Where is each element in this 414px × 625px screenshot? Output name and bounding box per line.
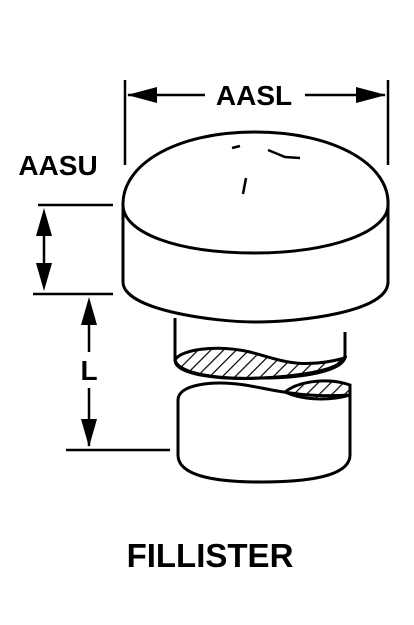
head-dome [121,130,390,255]
dimension-head-diameter [123,80,390,165]
dimension-length [66,297,170,452]
dome-highlight-3 [241,177,248,195]
dome-highlight-1 [231,144,241,150]
dome-highlight-2 [267,148,301,160]
diagram-caption: FILLISTER [127,537,294,574]
label-head-height: AASU [18,150,97,181]
label-length: L [80,355,97,386]
shank-lower [176,379,352,484]
arrowhead-down [36,263,52,291]
arrowhead-right [356,87,386,103]
arrowhead-up [36,208,52,236]
shank-lower-section [282,379,352,401]
arrowhead-left [127,87,157,103]
arrowhead-length-down [81,419,97,447]
shank-upper-section [173,346,348,380]
shank-upper [173,318,348,380]
dimension-head-height [33,203,113,296]
arrowhead-length-up [81,297,97,325]
screw-head [121,130,390,324]
label-head-diameter: AASL [216,80,292,111]
